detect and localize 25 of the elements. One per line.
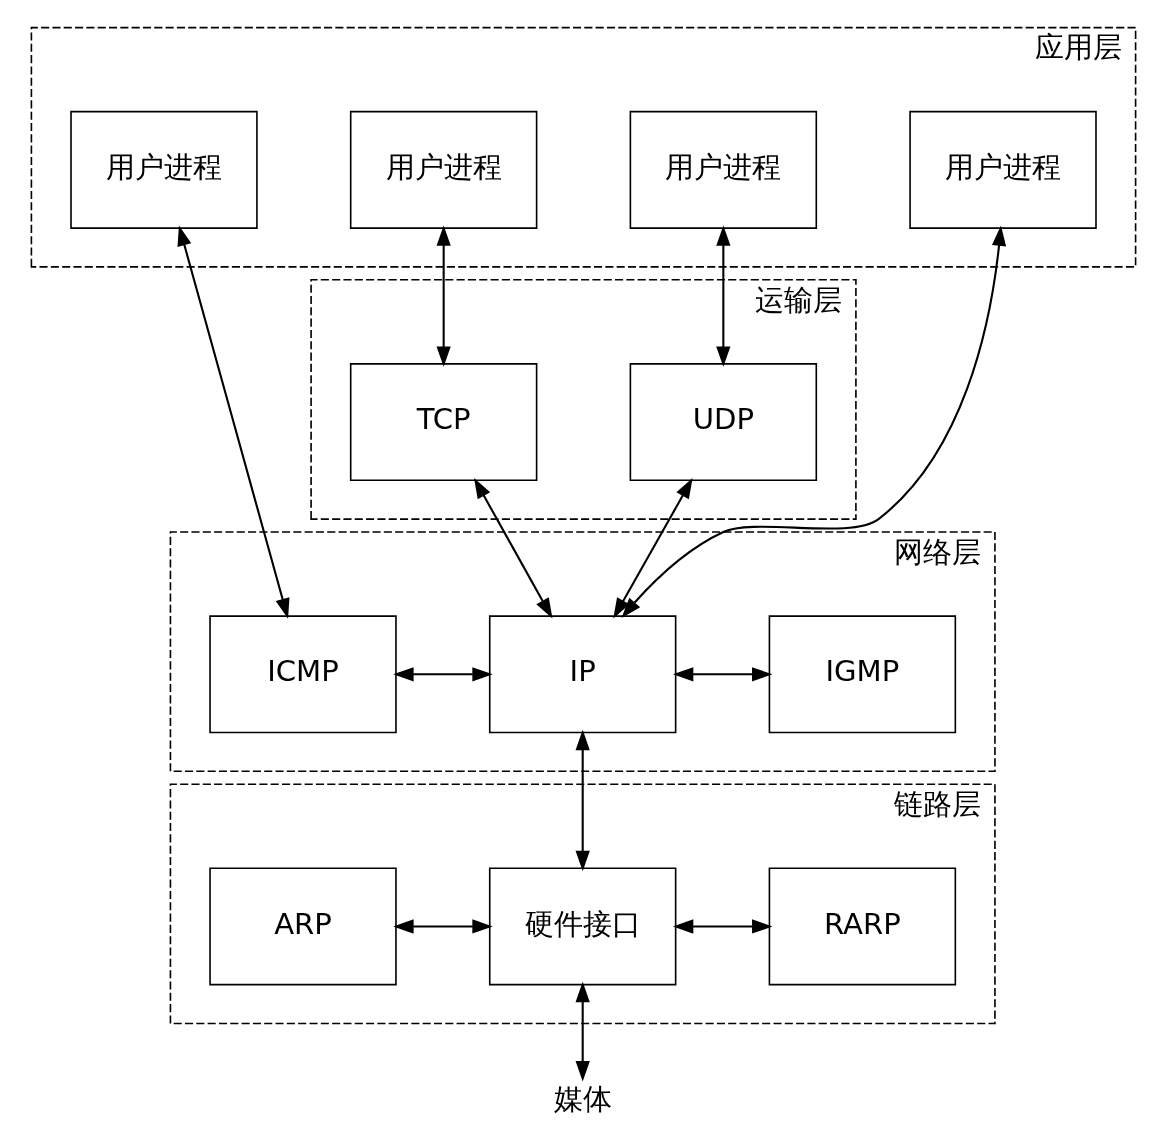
node-box: 硬件接口 (488, 867, 676, 986)
arrow (473, 478, 552, 619)
arrow (620, 225, 1006, 618)
arrow (715, 225, 730, 367)
node-box: IGMP (768, 615, 956, 734)
node-box: 用户进程 (629, 110, 817, 229)
node-box: UDP (629, 363, 817, 482)
arrow (392, 667, 493, 682)
node-box: IP (488, 615, 676, 734)
node-box: TCP (349, 363, 537, 482)
arrow (392, 919, 493, 934)
node-text: 媒体 (553, 1082, 612, 1116)
arrow (177, 225, 289, 619)
arrow (436, 225, 451, 367)
arrow (575, 981, 590, 1082)
node-box: 用户进程 (349, 110, 537, 229)
node-box: RARP (768, 867, 956, 986)
node-box: ICMP (208, 615, 397, 734)
node-box: 用户进程 (908, 110, 1097, 229)
arrow (575, 729, 590, 872)
arrow (612, 478, 693, 619)
arrow (672, 919, 772, 934)
node-box: 用户进程 (69, 110, 258, 229)
arrow (672, 667, 772, 682)
node-box: ARP (208, 867, 397, 986)
